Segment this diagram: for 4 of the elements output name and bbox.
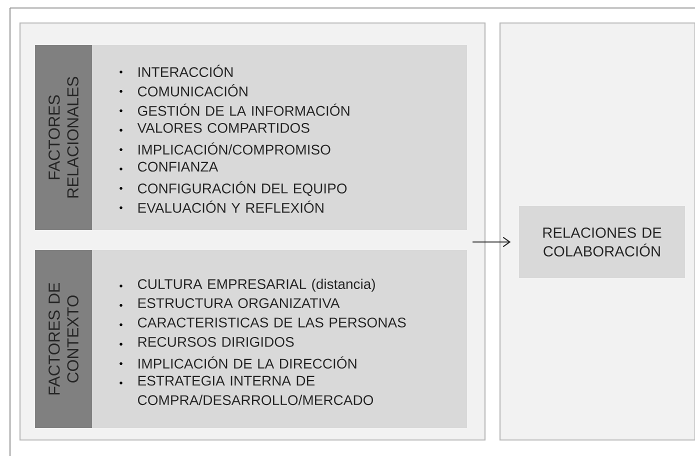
factor-box: FACTORES RELACIONALES INTERACCIÓN COMUNICACIÓN GESTIÓN DE LA INFORMACIÓN VALORES COMPARTIDOS IMPLICACIÓN/COMPROMISO CONFIANZA CONFIGURACIÓN DEL EQUIPO EVALUACIÓN Y REFLEXIÓN [35, 45, 467, 230]
factor-box: FACTORES DE CONTEXTO CULTURA EMPRESARIAL (distancia) ESTRUCTURA ORGANIZATIVA CARACTERISTICAS DE LAS PERSONAS RECURSOS DIRIGIDOS IMPLICACIÓN DE LA DIRECCIÓN ESTRATEGIA INTERNA DE COMPRA/DESARROLLO/MERCADO [35, 250, 467, 428]
arrow [472, 236, 511, 248]
result-box: RELACIONES DE COLABORACIÓN [519, 206, 685, 278]
